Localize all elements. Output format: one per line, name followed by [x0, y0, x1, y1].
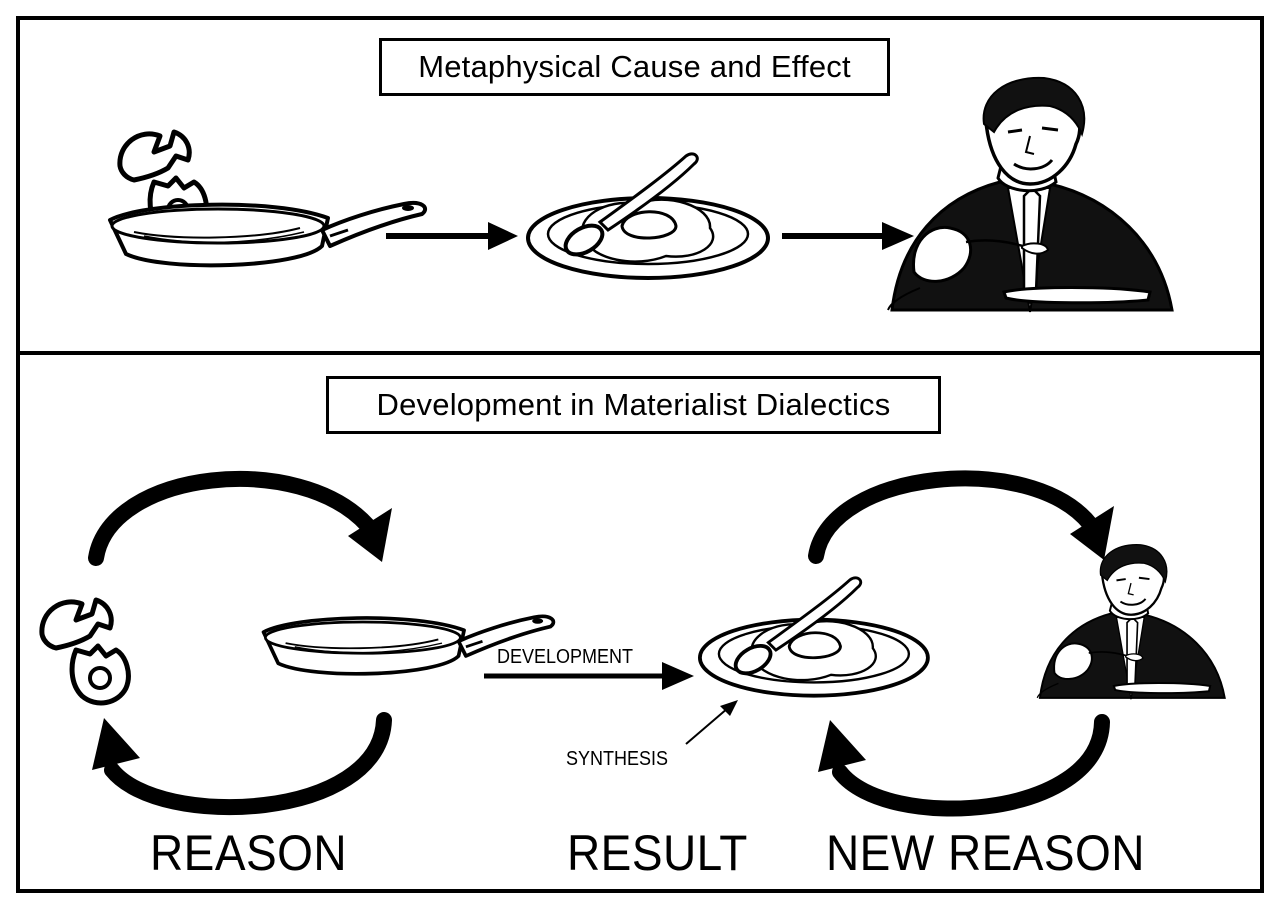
synthesis-pointer-arrow — [685, 700, 738, 745]
reason-label: REASON — [150, 825, 348, 881]
top-pan-icon — [108, 200, 428, 268]
bottom-plate-icon — [698, 575, 930, 698]
top-arrow-pan-to-plate — [386, 222, 518, 250]
top-arrow-plate-to-man — [782, 222, 914, 250]
bottom-egg-icon — [42, 600, 129, 703]
development-arrow — [484, 662, 694, 690]
top-plate-icon — [526, 151, 770, 280]
development-label: DEVELOPMENT — [497, 646, 634, 668]
cycle-arrow-bottom-right — [818, 714, 1110, 817]
top-panel-title: Metaphysical Cause and Effect — [379, 38, 890, 96]
bottom-panel-title: Development in Materialist Dialectics — [326, 376, 941, 434]
cycle-arrow-bottom-left — [92, 712, 392, 816]
result-label: RESULT — [567, 825, 748, 881]
top-man-eating-icon — [886, 76, 1174, 314]
cycle-arrow-top-left — [88, 471, 392, 566]
new-reason-label: NEW REASON — [826, 825, 1145, 881]
bottom-man-eating-icon — [1036, 543, 1226, 701]
panel-divider — [16, 351, 1264, 355]
cycle-arrow-top-right — [808, 470, 1114, 564]
synthesis-label: SYNTHESIS — [566, 748, 669, 770]
